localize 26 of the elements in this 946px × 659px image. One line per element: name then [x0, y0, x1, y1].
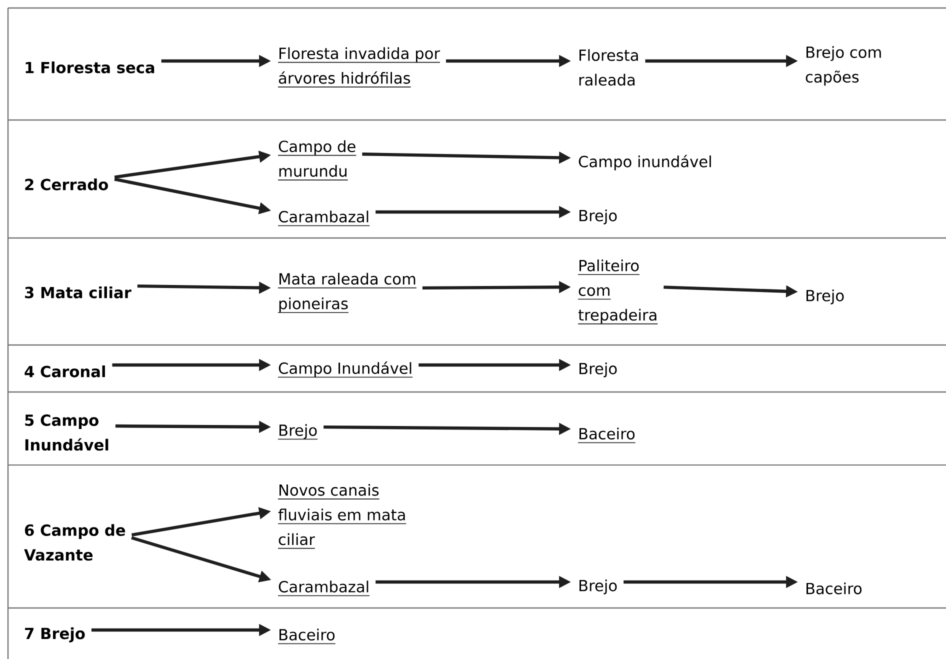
- stage-text: Carambazal: [278, 580, 370, 596]
- row-heading: 3 Mata ciliar: [25, 286, 132, 298]
- stage-text: Baceiro: [278, 628, 336, 644]
- row-heading: 5 Campo Inundável: [25, 414, 108, 451]
- row-heading: 4 Caronal: [24, 365, 105, 378]
- stage-text: Novos canais fluviais em mata ciliar: [278, 484, 407, 549]
- stage-text: Mata raleada com pioneiras: [278, 272, 417, 313]
- row-heading: 7 Brejo: [25, 627, 85, 642]
- stage-text: Brejo: [278, 424, 318, 440]
- stage-text: Floresta raleada: [579, 49, 638, 86]
- row-heading: 1 Floresta seca: [26, 61, 154, 74]
- stage-text: Campo inundável: [578, 154, 711, 170]
- row-heading: 2 Cerrado: [25, 178, 108, 190]
- stage-text: Floresta invadida por árvores hidrófilas: [278, 47, 440, 88]
- stage-text: Paliteiro com trepadeira: [578, 259, 658, 324]
- stage-text: Brejo: [806, 290, 844, 304]
- stage-text: Brejo: [580, 580, 617, 594]
- stage-text: Brejo com capões: [806, 46, 881, 86]
- stage-text: Brejo: [580, 210, 617, 224]
- stage-text: Carambazal: [278, 210, 370, 226]
- stage-text: Baceiro: [578, 428, 636, 444]
- row-heading: 6 Campo de Vazante: [24, 524, 126, 561]
- stage-text: Baceiro: [806, 582, 862, 594]
- stage-text: Campo de murundu: [278, 140, 357, 180]
- stage-text: Campo Inundável: [278, 362, 414, 378]
- stage-text: Brejo: [580, 362, 617, 378]
